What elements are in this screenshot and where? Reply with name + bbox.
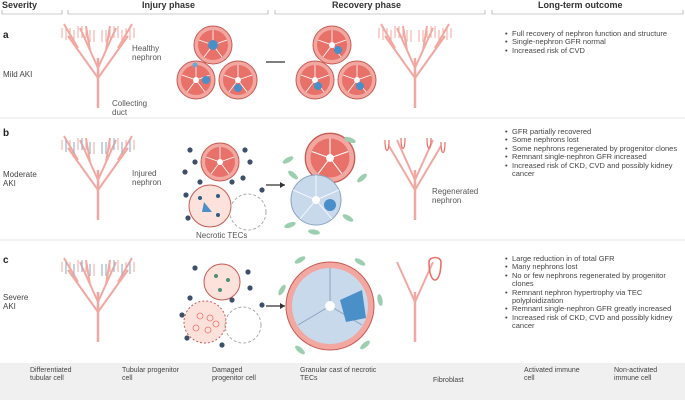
tubule-cluster-a-recovery xyxy=(295,25,377,100)
tubule-cluster-b-injury xyxy=(182,142,267,231)
callout-necrotic-tecs: Necrotic TECs xyxy=(196,231,248,240)
tubule-cluster-b-recovery xyxy=(282,132,367,235)
callout-injured-nephron: Injured nephron xyxy=(132,169,162,187)
legend-label-non-activated: Non-activated immune cell xyxy=(614,367,658,382)
outcome-item: Single-nephron GFR normal xyxy=(505,37,683,47)
remnant-nephron-tree-c xyxy=(396,256,442,342)
row-label-mild: Mild AKI xyxy=(3,70,33,79)
legend-label-granular-cast: Granular cast of necrotic TECs xyxy=(300,367,377,382)
outcome-item: Increased risk of CVD xyxy=(505,46,683,56)
row-letter-a: a xyxy=(3,30,9,41)
outcome-list-b: GFR partially recovered Some nephrons lo… xyxy=(505,127,683,179)
row-label-moderate: Moderate AKI xyxy=(3,170,37,189)
callout-healthy-nephron: Healthy nephron xyxy=(132,44,162,62)
outcome-item: GFR partially recovered xyxy=(505,127,683,137)
header-recovery-phase: Recovery phase xyxy=(332,0,402,10)
legend-bar xyxy=(0,363,685,400)
legend-label-progenitor: Tubular progenitor cell xyxy=(122,367,179,382)
row-letter-c: c xyxy=(3,255,9,266)
outcome-item: Remnant single-nephron GFR greatly incre… xyxy=(505,304,683,314)
healthy-nephron-tree-a xyxy=(60,22,136,110)
regenerated-nephron-tree-b xyxy=(384,137,446,220)
row-label-severe: Severe AKI xyxy=(3,293,29,312)
tubule-cluster-a-injury xyxy=(176,25,258,100)
outcome-item: Remnant single-nephron GFR increased xyxy=(505,152,683,162)
header-injury-phase: Injury phase xyxy=(142,0,196,10)
tubule-cluster-c-injury xyxy=(179,263,265,348)
callout-regenerated-nephron: Regenerated nephron xyxy=(432,187,479,205)
outcome-item: Remnant nephron hypertrophy via TEC poly… xyxy=(505,288,683,306)
header-severity: Severity xyxy=(2,0,38,10)
row-letter-b: b xyxy=(3,128,10,139)
outcome-list-c: Large reduction in of total GFR Many nep… xyxy=(505,254,683,331)
outcome-item: No or few nephrons regenerated by progen… xyxy=(505,271,683,289)
callout-collecting-duct: Collecting duct xyxy=(112,99,148,117)
outcome-item: Large reduction in of total GFR xyxy=(505,254,683,264)
legend-label-activated: Activated immune cell xyxy=(524,367,580,382)
header-brackets xyxy=(1,10,684,15)
outcome-list-a: Full recovery of nephron function and st… xyxy=(505,29,683,56)
healthy-nephron-tree-a-recovery xyxy=(377,22,453,110)
outcome-item: Increased risk of CKD, CVD and possibly … xyxy=(505,313,683,331)
outcome-item: Some nephrons lost xyxy=(505,135,683,145)
legend-label-damaged: Damaged progenitor cell xyxy=(212,367,256,382)
injured-nephron-tree-b xyxy=(60,134,136,222)
outcome-item: Some nephrons regenerated by progenitor … xyxy=(505,144,683,154)
legend-label-fibroblast: Fibroblast xyxy=(433,377,464,384)
outcome-item: Increased risk of CKD, CVD and possibly … xyxy=(505,161,683,179)
header-outcome: Long-term outcome xyxy=(538,0,623,10)
legend-label-differentiated: Differentiated tubular cell xyxy=(30,367,72,382)
outcome-item: Full recovery of nephron function and st… xyxy=(505,29,683,39)
hypertrophied-tubule-c-recovery xyxy=(278,256,383,355)
outcome-item: Many nephrons lost xyxy=(505,262,683,272)
injured-nephron-tree-c xyxy=(60,256,136,344)
